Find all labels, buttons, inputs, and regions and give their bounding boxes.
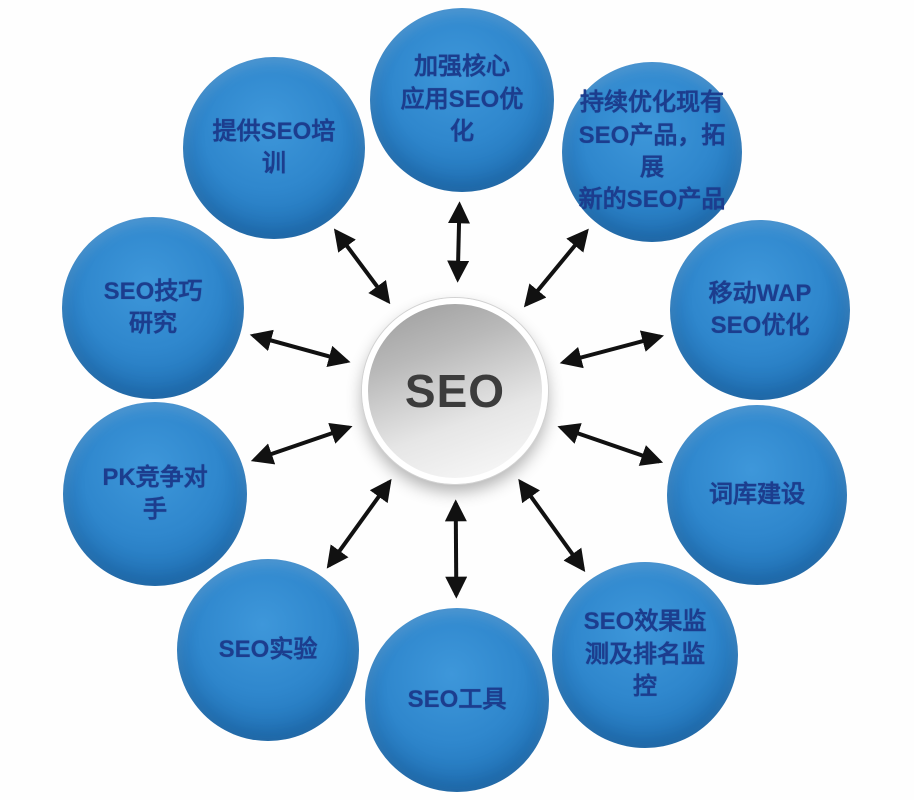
node-optimize-existing-products: 持续优化现有 SEO产品，拓展 新的SEO产品 [562, 62, 742, 242]
double-arrow-connector [559, 330, 664, 369]
node-seo-technique-research: SEO技巧 研究 [62, 217, 244, 399]
double-arrow-connector [250, 422, 353, 465]
node-label: 加强核心 应用SEO优 化 [400, 53, 524, 146]
node-label: SEO效果监 测及排名监 控 [583, 608, 707, 701]
node-seo-experiments: SEO实验 [177, 559, 359, 741]
double-arrow-connector [447, 201, 471, 283]
node-mobile-wap-seo: 移动WAP SEO优化 [670, 220, 850, 400]
double-arrow-connector [523, 228, 589, 308]
center-node: SEO [362, 298, 548, 484]
double-arrow-connector [557, 423, 664, 466]
node-label: 移动WAP SEO优化 [708, 279, 812, 339]
double-arrow-connector [518, 478, 586, 572]
node-provide-seo-training: 提供SEO培 训 [183, 57, 365, 239]
node-thesaurus-building: 词库建设 [667, 405, 847, 585]
node-label: 词库建设 [709, 480, 805, 508]
double-arrow-connector [249, 329, 351, 368]
node-effect-rank-monitoring: SEO效果监 测及排名监 控 [552, 562, 738, 748]
node-label: 提供SEO培 训 [212, 117, 336, 177]
center-label: SEO [404, 365, 506, 417]
node-pk-competitors: PK竞争对 手 [63, 402, 247, 586]
node-label: SEO技巧 研究 [103, 277, 203, 337]
node-label: SEO工具 [407, 685, 507, 713]
node-seo-tools: SEO工具 [365, 608, 549, 792]
node-label: SEO实验 [218, 635, 318, 663]
node-strengthen-core-app: 加强核心 应用SEO优 化 [370, 8, 554, 192]
node-label: 持续优化现有 SEO产品，拓展 新的SEO产品 [578, 89, 726, 214]
double-arrow-connector [333, 228, 391, 305]
double-arrow-connector [444, 499, 468, 599]
node-label: PK竞争对 手 [102, 463, 208, 523]
double-arrow-connector [326, 478, 392, 569]
